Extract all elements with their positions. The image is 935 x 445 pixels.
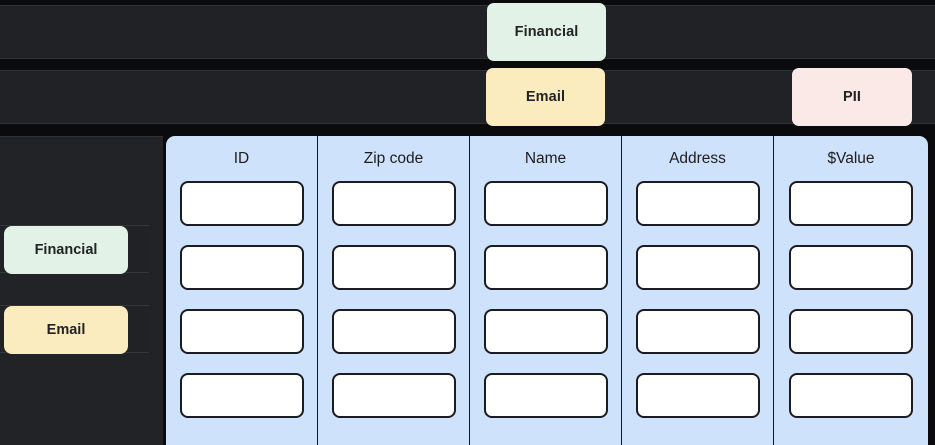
table-cell[interactable]: [483, 245, 608, 290]
table-cell[interactable]: [331, 181, 456, 226]
tag-chip-financial[interactable]: Financial: [487, 3, 606, 61]
table-cell[interactable]: [789, 245, 913, 290]
table-cell[interactable]: [179, 245, 304, 290]
table-cell[interactable]: [789, 181, 913, 226]
table-cell[interactable]: [483, 309, 608, 354]
table-column-value: $Value: [774, 136, 928, 445]
table-cell[interactable]: [635, 181, 760, 226]
table-cell[interactable]: [331, 245, 456, 290]
data-table: ID Zip code Name Address: [166, 136, 928, 445]
table-cell[interactable]: [179, 181, 304, 226]
table-column-address: Address: [622, 136, 774, 445]
table-cell[interactable]: [635, 245, 760, 290]
table-cell[interactable]: [483, 373, 608, 418]
table-cell[interactable]: [635, 309, 760, 354]
table-cell[interactable]: [179, 373, 304, 418]
table-cell[interactable]: [789, 309, 913, 354]
sidebar-item-email[interactable]: Email: [4, 306, 128, 354]
table-cell[interactable]: [179, 309, 304, 354]
table-cell[interactable]: [635, 373, 760, 418]
sidebar: Financial Email: [0, 136, 163, 445]
column-header-value: $Value: [827, 150, 875, 167]
sidebar-item-financial[interactable]: Financial: [4, 226, 128, 274]
table-cell[interactable]: [789, 373, 913, 418]
tag-row-email-pii: Email PII: [0, 68, 935, 126]
table-column-zip-code: Zip code: [318, 136, 470, 445]
tag-chip-email[interactable]: Email: [486, 68, 605, 126]
tag-row-financial: Financial: [0, 3, 935, 61]
table-column-id: ID: [166, 136, 318, 445]
column-header-id: ID: [233, 150, 250, 167]
tag-chip-pii[interactable]: PII: [792, 68, 912, 126]
table-cell[interactable]: [483, 181, 608, 226]
column-header-address: Address: [669, 150, 726, 167]
table-cell[interactable]: [331, 373, 456, 418]
column-header-zip-code: Zip code: [363, 150, 424, 167]
table-column-name: Name: [470, 136, 622, 445]
table-cell[interactable]: [331, 309, 456, 354]
sidebar-slot-email: Email: [0, 305, 149, 354]
column-header-name: Name: [524, 150, 567, 167]
sidebar-slot-financial: Financial: [0, 225, 149, 274]
